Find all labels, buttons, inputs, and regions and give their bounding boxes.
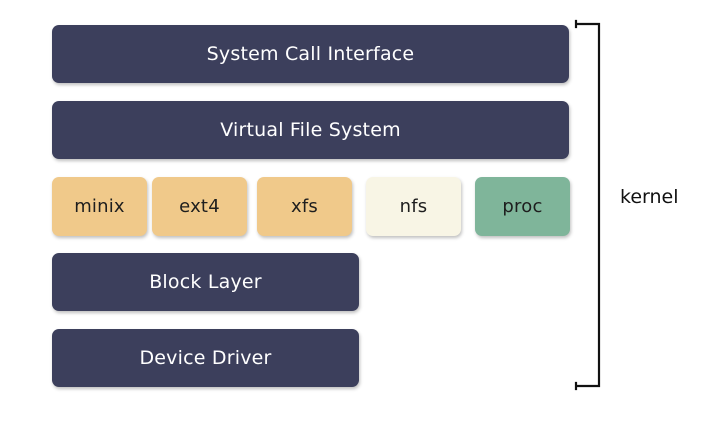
ext4-label: ext4: [179, 196, 220, 217]
kernel-label: kernel: [620, 186, 679, 208]
nfs-filesystem: nfs: [366, 177, 461, 236]
proc-label: proc: [502, 196, 543, 217]
kernel-bracket: [574, 19, 601, 391]
block-layer-label: Block Layer: [149, 271, 262, 293]
system-call-interface-label: System Call Interface: [206, 43, 415, 65]
virtual-file-system-label: Virtual File System: [220, 119, 401, 141]
xfs-filesystem: xfs: [257, 177, 352, 236]
xfs-label: xfs: [291, 196, 318, 217]
nfs-label: nfs: [399, 196, 428, 217]
system-call-interface-layer: System Call Interface: [52, 25, 569, 83]
device-driver-label: Device Driver: [139, 347, 272, 369]
proc-filesystem: proc: [475, 177, 570, 236]
device-driver-layer: Device Driver: [52, 329, 359, 387]
block-layer: Block Layer: [52, 253, 359, 311]
minix-filesystem: minix: [52, 177, 147, 236]
kernel-bracket-line: [574, 19, 601, 391]
ext4-filesystem: ext4: [152, 177, 247, 236]
minix-label: minix: [74, 196, 125, 217]
virtual-file-system-layer: Virtual File System: [52, 101, 569, 159]
